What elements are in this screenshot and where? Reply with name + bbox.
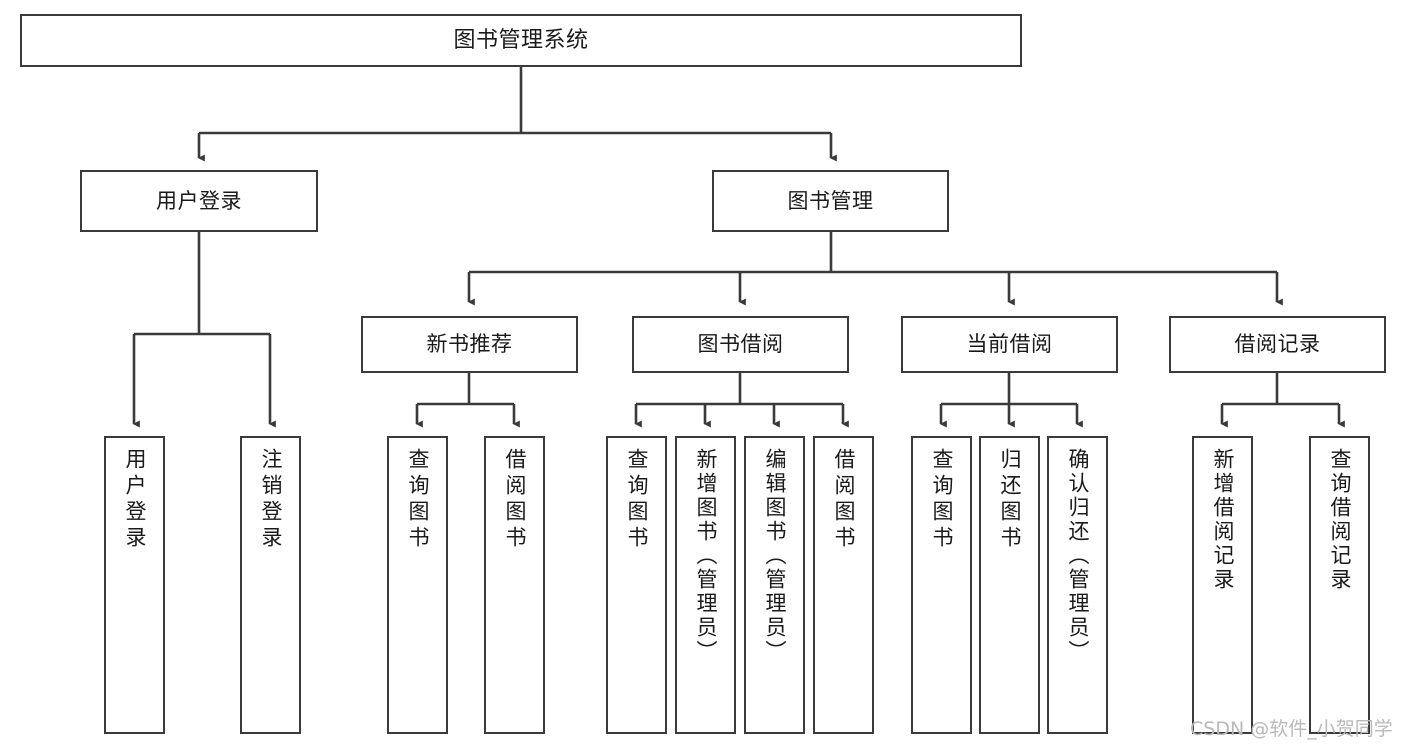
node-label: 查询图书 (406, 448, 430, 552)
node-label: 图书管理 (787, 188, 874, 213)
node-label: 图书借阅 (697, 332, 784, 357)
node-root-system[interactable]: 图书管理系统 (20, 14, 1022, 67)
node-label: 编辑图书（管理员） (763, 448, 787, 664)
node-label: 新增图书（管理员） (694, 448, 718, 664)
node-leaf-confirm-return[interactable]: 确认归还（管理员） (1047, 436, 1108, 734)
node-label: 新书推荐 (426, 332, 513, 357)
node-label: 归还图书 (998, 448, 1022, 552)
node-label: 查询借阅记录 (1328, 448, 1352, 592)
node-current-borrow[interactable]: 当前借阅 (901, 316, 1118, 373)
node-label: 新增借阅记录 (1211, 448, 1235, 592)
node-label: 查询图书 (930, 448, 954, 552)
node-borrow-record[interactable]: 借阅记录 (1169, 316, 1386, 373)
node-leaf-query-record[interactable]: 查询借阅记录 (1309, 436, 1370, 734)
node-label: 用户登录 (123, 448, 147, 552)
node-leaf-edit-book[interactable]: 编辑图书（管理员） (744, 436, 805, 734)
node-book-borrow[interactable]: 图书借阅 (632, 316, 849, 373)
node-leaf-user-logout[interactable]: 注销登录 (240, 436, 301, 734)
node-label: 图书管理系统 (453, 27, 589, 53)
node-label: 查询图书 (625, 448, 649, 552)
node-label: 借阅记录 (1234, 332, 1321, 357)
node-label: 注销登录 (259, 448, 283, 552)
node-leaf-add-record[interactable]: 新增借阅记录 (1192, 436, 1253, 734)
node-leaf-query-book-3[interactable]: 查询图书 (911, 436, 972, 734)
node-leaf-borrow-book-1[interactable]: 借阅图书 (484, 436, 545, 734)
node-leaf-add-book[interactable]: 新增图书（管理员） (675, 436, 736, 734)
node-label: 借阅图书 (832, 448, 856, 552)
node-user-login[interactable]: 用户登录 (80, 170, 318, 232)
node-label: 当前借阅 (966, 332, 1053, 357)
node-leaf-return-book[interactable]: 归还图书 (979, 436, 1040, 734)
node-leaf-user-login[interactable]: 用户登录 (104, 436, 165, 734)
node-label: 用户登录 (156, 188, 242, 213)
node-leaf-query-book-2[interactable]: 查询图书 (606, 436, 667, 734)
node-label: 确认归还（管理员） (1066, 448, 1090, 664)
node-new-book-recommend[interactable]: 新书推荐 (361, 316, 578, 373)
node-leaf-query-book-1[interactable]: 查询图书 (387, 436, 448, 734)
node-label: 借阅图书 (503, 448, 527, 552)
node-leaf-borrow-book-2[interactable]: 借阅图书 (813, 436, 874, 734)
node-book-manage[interactable]: 图书管理 (712, 170, 949, 232)
watermark-text: CSDN @软件_小贺同学 (1190, 718, 1393, 740)
